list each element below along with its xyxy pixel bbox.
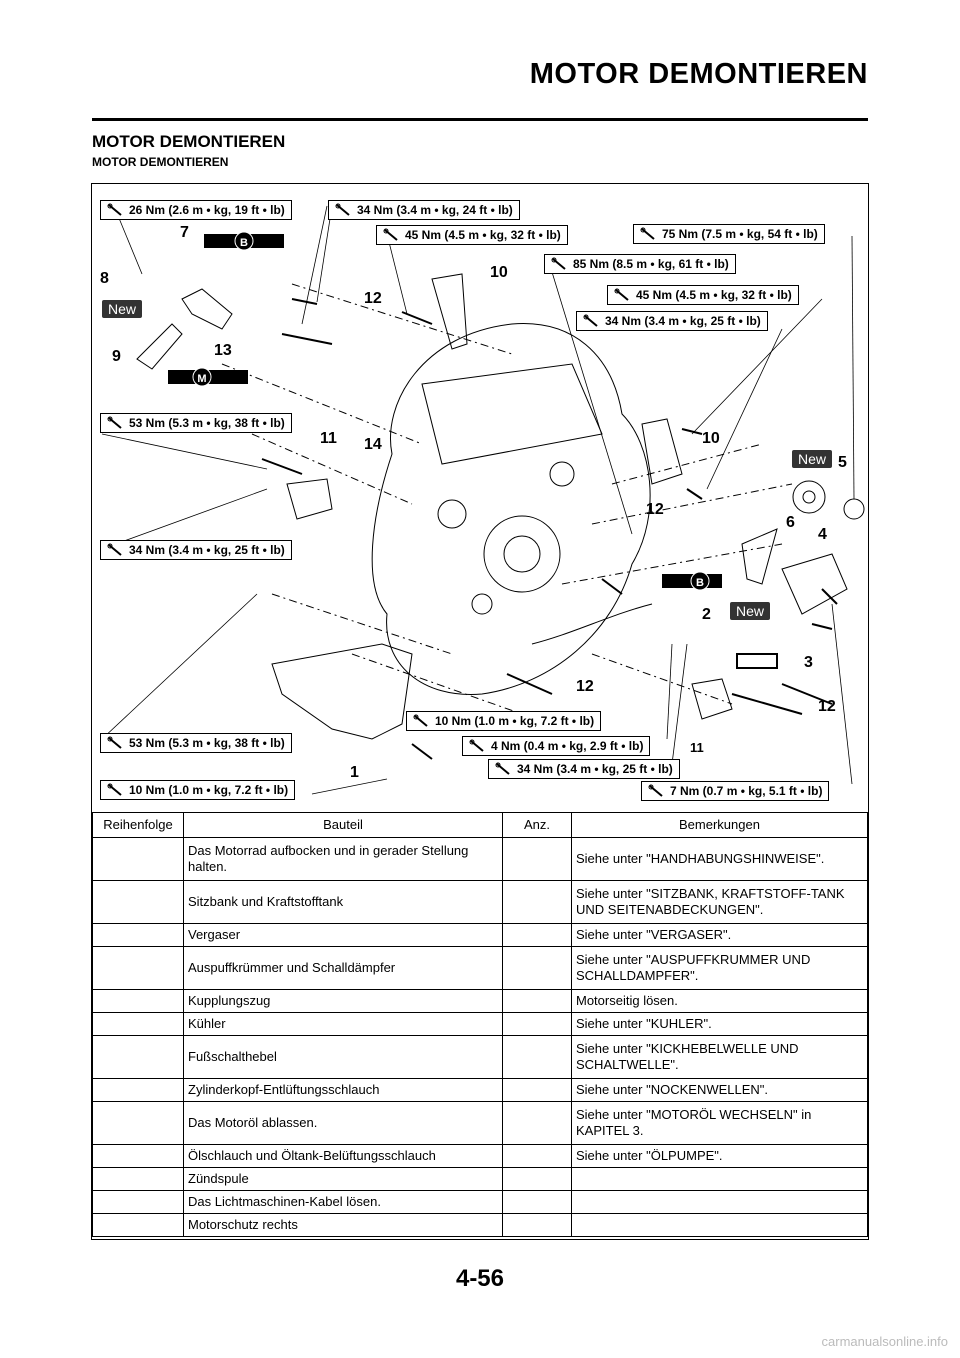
part-callout: 7 xyxy=(180,224,189,241)
part-callout: 8 xyxy=(100,270,109,287)
part-callout: 6 xyxy=(786,514,795,531)
header-rule xyxy=(92,118,868,121)
torque-label: 45 Nm (4.5 m • kg, 32 ft • lb) xyxy=(376,225,568,245)
chain-guide xyxy=(741,528,778,585)
torque-wrench-icon xyxy=(107,736,122,749)
part-callout: 11 xyxy=(320,430,337,447)
torque-label: 34 Nm (3.4 m • kg, 25 ft • lb) xyxy=(100,540,292,560)
part-callout: 11 xyxy=(690,740,704,755)
table-row: Zündspule xyxy=(92,1167,868,1191)
engine-bracket-left xyxy=(286,478,333,520)
part-callout: 3 xyxy=(804,654,813,671)
part-callout: 4 xyxy=(818,526,827,543)
table-header-row: Reihenfolge Bauteil Anz. Bemerkungen xyxy=(92,812,868,838)
torque-label: 34 Nm (3.4 m • kg, 25 ft • lb) xyxy=(488,759,680,779)
torque-wrench-icon xyxy=(469,739,484,752)
cylinder-outline xyxy=(421,363,603,465)
part-callout: 5 xyxy=(838,454,847,471)
torque-wrench-icon xyxy=(640,227,655,240)
drive-sprocket xyxy=(792,480,826,514)
grease-marker-b-bottom: B xyxy=(696,577,704,589)
part-callout: 9 xyxy=(112,348,121,365)
torque-wrench-icon xyxy=(614,288,629,301)
part-callout: 12 xyxy=(646,501,664,518)
engine-bracket-front xyxy=(641,418,683,485)
grease-marker-b-top: B xyxy=(240,237,248,249)
torque-wrench-icon xyxy=(335,203,350,216)
part-callout: 10 xyxy=(702,430,720,447)
page-header-title: MOTOR DEMONTIEREN xyxy=(529,58,868,90)
engine-bracket-lower xyxy=(691,678,733,720)
table-row: Ölschlauch und Öltank-Belüftungsschlauch… xyxy=(92,1144,868,1168)
torque-wrench-icon xyxy=(648,784,663,797)
part-callout: 1 xyxy=(350,764,359,781)
torque-label: 85 Nm (8.5 m • kg, 61 ft • lb) xyxy=(544,254,736,274)
torque-wrench-icon xyxy=(107,543,122,556)
torque-wrench-icon xyxy=(107,783,122,796)
table-row: Das Motoröl ablassen.Siehe unter "MOTORÖ… xyxy=(92,1101,868,1145)
alternator-lead xyxy=(531,603,653,645)
torque-label: 26 Nm (2.6 m • kg, 19 ft • lb) xyxy=(100,200,292,220)
torque-wrench-icon xyxy=(107,203,122,216)
grease-marker-m: M xyxy=(197,373,206,385)
torque-label: 7 Nm (0.7 m • kg, 5.1 ft • lb) xyxy=(641,781,830,801)
torque-label: 34 Nm (3.4 m • kg, 24 ft • lb) xyxy=(328,200,520,220)
column-header-order: Reihenfolge xyxy=(92,812,184,838)
part-callout: 12 xyxy=(364,290,382,307)
column-header-remarks: Bemerkungen xyxy=(571,812,868,838)
table-row: Das Lichtmaschinen-Kabel lösen. xyxy=(92,1190,868,1214)
torque-wrench-icon xyxy=(495,762,510,775)
part-callout: 12 xyxy=(818,698,836,715)
torque-wrench-icon xyxy=(583,314,598,327)
crankcase-cover xyxy=(483,515,561,593)
content-frame xyxy=(91,183,869,1240)
part-callout: 14 xyxy=(364,436,382,453)
torque-wrench-icon xyxy=(383,228,398,241)
engine-drawing: B M B xyxy=(101,205,865,795)
torque-label: 53 Nm (5.3 m • kg, 38 ft • lb) xyxy=(100,733,292,753)
part-callout: 13 xyxy=(214,342,232,359)
sprocket-cover xyxy=(781,553,848,615)
torque-label: 10 Nm (1.0 m • kg, 7.2 ft • lb) xyxy=(100,780,296,800)
section-subtitle: MOTOR DEMONTIEREN xyxy=(92,155,229,169)
engine-exploded-diagram: B M B 26 Nm (2.6 m • kg, 19 ft • lb) 34 … xyxy=(92,184,868,812)
torque-label: 45 Nm (4.5 m • kg, 32 ft • lb) xyxy=(607,285,799,305)
table-row: Das Motorrad aufbocken und in gerader St… xyxy=(92,837,868,881)
engine-bracket-upper xyxy=(431,273,468,350)
table-row: Motorschutz rechts xyxy=(92,1213,868,1237)
part-callout: 12 xyxy=(576,678,594,695)
column-header-qty: Anz. xyxy=(502,812,572,838)
part-callout: 10 xyxy=(490,264,508,281)
torque-wrench-icon xyxy=(551,257,566,270)
new-part-tag: New xyxy=(730,602,771,620)
new-part-tag: New xyxy=(792,450,833,468)
footer-watermark[interactable]: carmanualsonline.info xyxy=(821,1334,948,1349)
section-title: MOTOR DEMONTIEREN xyxy=(92,132,286,151)
torque-label: 75 Nm (7.5 m • kg, 54 ft • lb) xyxy=(633,224,825,244)
torque-label: 10 Nm (1.0 m • kg, 7.2 ft • lb) xyxy=(406,711,602,731)
procedure-table: Reihenfolge Bauteil Anz. Bemerkungen Das… xyxy=(92,812,868,1237)
new-part-tag: New xyxy=(102,300,143,318)
shift-pedal xyxy=(181,288,233,330)
torque-wrench-icon xyxy=(107,416,122,429)
torque-label: 34 Nm (3.4 m • kg, 25 ft • lb) xyxy=(576,311,768,331)
torque-label: 53 Nm (5.3 m • kg, 38 ft • lb) xyxy=(100,413,292,433)
engine-body-outline xyxy=(371,323,651,695)
part-callout: 2 xyxy=(702,606,711,623)
torque-label: 4 Nm (0.4 m • kg, 2.9 ft • lb) xyxy=(462,736,651,756)
page-number: 4-56 xyxy=(455,1265,505,1292)
column-header-part: Bauteil xyxy=(183,812,503,838)
skid-plate xyxy=(271,643,413,740)
torque-wrench-icon xyxy=(413,714,428,727)
sprocket-nut xyxy=(843,498,865,520)
